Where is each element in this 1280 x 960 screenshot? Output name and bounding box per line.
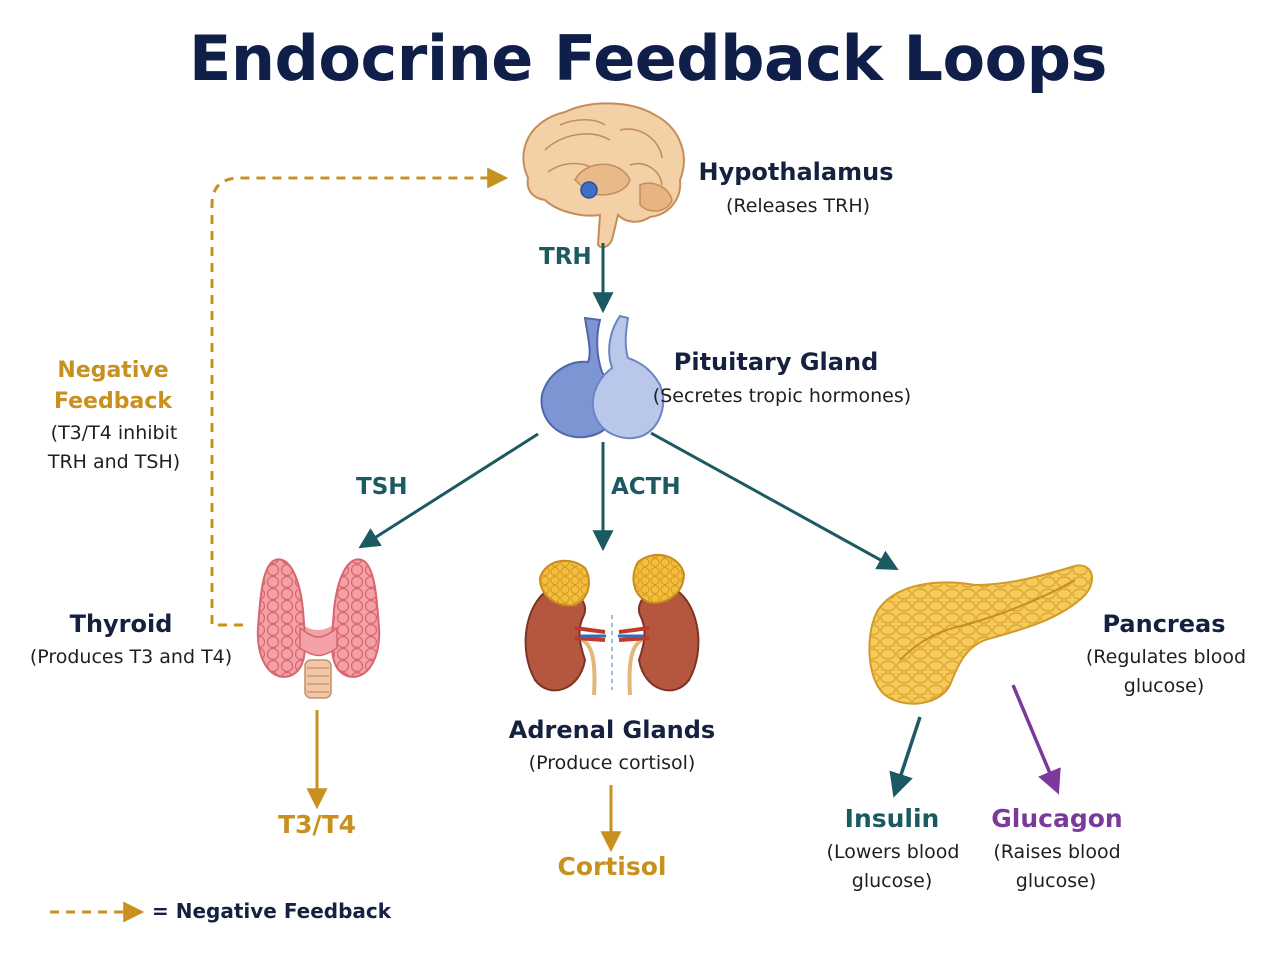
arrow-tsh — [358, 432, 539, 549]
insulin-desc-line1: (Lowers blood — [826, 841, 960, 863]
glucagon-desc-line2: glucose) — [1015, 870, 1097, 892]
pituitary-name: Pituitary Gland — [673, 348, 879, 376]
pituitary-desc: (Secretes tropic hormones) — [652, 385, 912, 407]
pancreas-desc-line1: (Regulates blood — [1085, 646, 1247, 668]
feedback-title-line2: Feedback — [54, 389, 172, 414]
brain-icon — [522, 102, 685, 249]
pancreas-desc-line2: glucose) — [1123, 675, 1205, 697]
arrow-pancreas — [650, 431, 899, 571]
arrow-glucagon — [1011, 684, 1061, 795]
acth-label: ACTH — [611, 474, 681, 500]
adrenal-name: Adrenal Glands — [508, 716, 716, 744]
insulin-label: Insulin — [844, 804, 940, 833]
adrenal-desc: (Produce cortisol) — [528, 752, 696, 774]
page-title: Endocrine Feedback Loops — [189, 22, 1107, 95]
pancreas-icon — [868, 564, 1094, 705]
arrow-insulin — [889, 716, 922, 798]
glucagon-desc-line1: (Raises blood — [993, 841, 1121, 863]
tsh-label: TSH — [356, 474, 408, 500]
cortisol-label: Cortisol — [557, 852, 667, 881]
negative-feedback-path — [210, 167, 509, 627]
adrenal-kidneys-icon — [524, 553, 700, 696]
hypothalamus-desc: (Releases TRH) — [725, 195, 871, 217]
feedback-title-line1: Negative — [57, 358, 169, 383]
pituitary-icon — [540, 314, 665, 440]
legend-label: = Negative Feedback — [152, 899, 392, 923]
thyroid-desc: (Produces T3 and T4) — [29, 646, 233, 668]
thyroid-icon — [256, 558, 381, 699]
pancreas-name: Pancreas — [1102, 610, 1226, 638]
feedback-desc-line2: TRH and TSH) — [47, 451, 181, 473]
hypothalamus-name: Hypothalamus — [698, 158, 894, 186]
insulin-desc-line2: glucose) — [851, 870, 933, 892]
feedback-desc-line1: (T3/T4 inhibit — [50, 422, 178, 444]
t3t4-label: T3/T4 — [277, 810, 357, 839]
glucagon-label: Glucagon — [991, 804, 1123, 833]
thyroid-name: Thyroid — [69, 610, 173, 638]
trh-label: TRH — [539, 244, 592, 270]
